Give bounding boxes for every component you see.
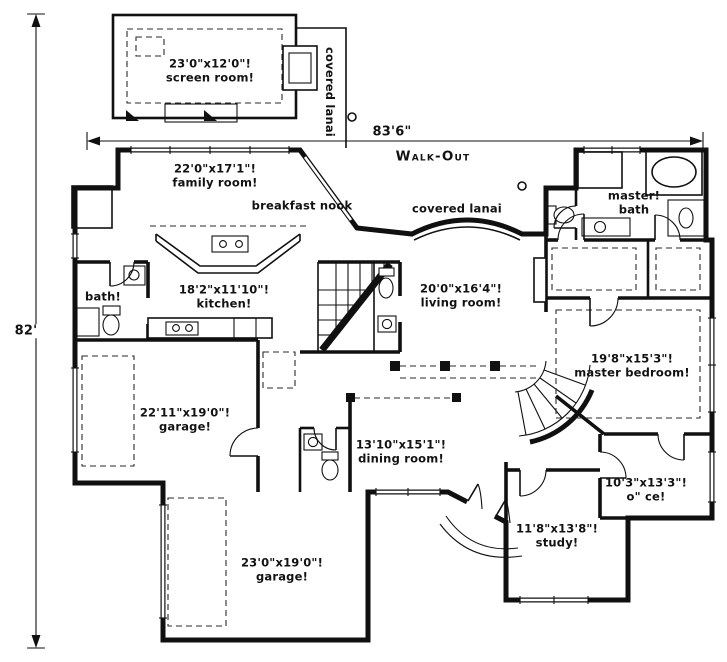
label-bath: bath!	[85, 289, 121, 304]
vanity	[123, 265, 146, 286]
column	[440, 361, 450, 371]
closet	[551, 247, 637, 291]
corner-pillar	[71, 185, 113, 229]
media-niche	[533, 257, 547, 303]
doors	[109, 205, 685, 497]
entry-doors	[465, 483, 511, 524]
column	[490, 361, 500, 371]
shower-fixture	[76, 307, 100, 337]
label-breakfast-nook: breakfast nook	[251, 198, 353, 213]
label-garage-bottom: 23'0"x19'0"! garage!	[240, 555, 324, 583]
sink-fixture	[165, 321, 199, 336]
arrow-down-icon	[31, 635, 41, 648]
label-living-room: 20'0"x16'4"! living room!	[419, 281, 503, 309]
screen-room-name: screen room!	[165, 70, 255, 84]
label-office: 10'3"x13'3"! o" ce!	[604, 475, 688, 503]
label-walkout: Walk-Out	[395, 148, 471, 165]
label-dining-room: 13'10"x15'1"! dining room!	[355, 437, 447, 465]
toilet-fixture	[378, 277, 394, 299]
arrow-up-icon	[31, 14, 41, 27]
living-room-features	[390, 226, 547, 379]
label-master-bath: master! bath	[607, 188, 661, 216]
label-dim-height: 82'	[11, 324, 41, 338]
label-dim-width: 83'6"	[369, 125, 415, 139]
label-master-bedroom: 19'8"x15'3"! master bedroom!	[574, 351, 690, 379]
screen-room-dims: 23'0"x12'0"!	[168, 56, 252, 71]
powder-room-fixtures	[377, 267, 397, 333]
windows	[71, 146, 716, 619]
screen-room-structure	[111, 13, 318, 123]
toilet-fixture	[321, 459, 339, 481]
label-covered-lanai-top: covered lanai	[322, 47, 337, 137]
column	[346, 393, 355, 402]
master-suite-features	[551, 247, 701, 419]
garage-left-door-track	[81, 355, 135, 467]
vanity	[667, 199, 705, 237]
covered-lanai-structure	[296, 27, 527, 191]
label-study: 11'8"x13'8"! study!	[515, 521, 599, 549]
range	[233, 317, 257, 339]
sink-fixture	[377, 315, 397, 333]
interior-walls	[75, 188, 712, 524]
toilet-fixture	[102, 314, 120, 336]
closet	[655, 247, 701, 291]
bath-fixtures	[76, 265, 146, 337]
master-bath-fixtures	[547, 149, 705, 237]
label-covered-lanai-rear: covered lanai	[412, 201, 502, 216]
lanai-column	[517, 181, 527, 191]
main-staircase	[318, 261, 393, 353]
curved-staircase	[514, 360, 595, 445]
kitchen-counter	[147, 317, 273, 339]
sink-fixture	[303, 433, 323, 451]
label-kitchen: 18'2"x11'10"! kitchen!	[178, 282, 270, 310]
arrow-left-icon	[87, 136, 100, 146]
mud-closet	[262, 351, 296, 389]
ceiling-detail	[555, 309, 701, 419]
arrow-right-icon	[690, 136, 703, 146]
lanai-column	[347, 112, 357, 122]
powder-room2-fixtures	[303, 433, 339, 481]
tub-fixture	[651, 156, 697, 188]
shower-fixture	[577, 151, 623, 189]
garage-bottom-door-track	[167, 497, 227, 627]
porch-step	[164, 103, 238, 123]
column	[390, 361, 400, 371]
kitchen-fixtures	[147, 225, 306, 339]
column	[452, 393, 461, 402]
label-garage-left: 22'11"x19'0"! garage!	[139, 405, 231, 433]
cooktop	[211, 235, 249, 253]
entry-porch-steps	[439, 515, 523, 558]
dining-opening	[346, 393, 461, 402]
label-screen-room: 23'0"x12'0"! screen room!	[165, 56, 255, 85]
label-family-room: 22'0"x17'1"! family room!	[172, 161, 258, 189]
